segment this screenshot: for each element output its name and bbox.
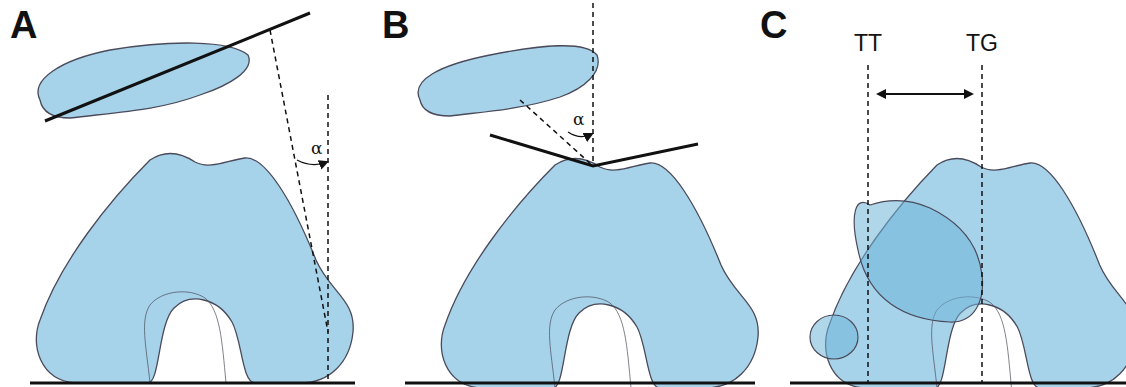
measure-label: TT [854, 32, 882, 55]
tibial-tubercle [854, 201, 982, 323]
femur [36, 153, 353, 383]
fibula [810, 315, 858, 359]
femur [441, 158, 758, 387]
angle-symbol: α [311, 140, 322, 157]
panel-letter: B [382, 6, 409, 44]
panel-letter: C [760, 6, 787, 44]
panel-letter: A [10, 6, 37, 44]
patella [418, 46, 598, 116]
femur [826, 158, 1126, 387]
measure-label: TG [966, 32, 998, 55]
angle-symbol: α [573, 111, 584, 128]
